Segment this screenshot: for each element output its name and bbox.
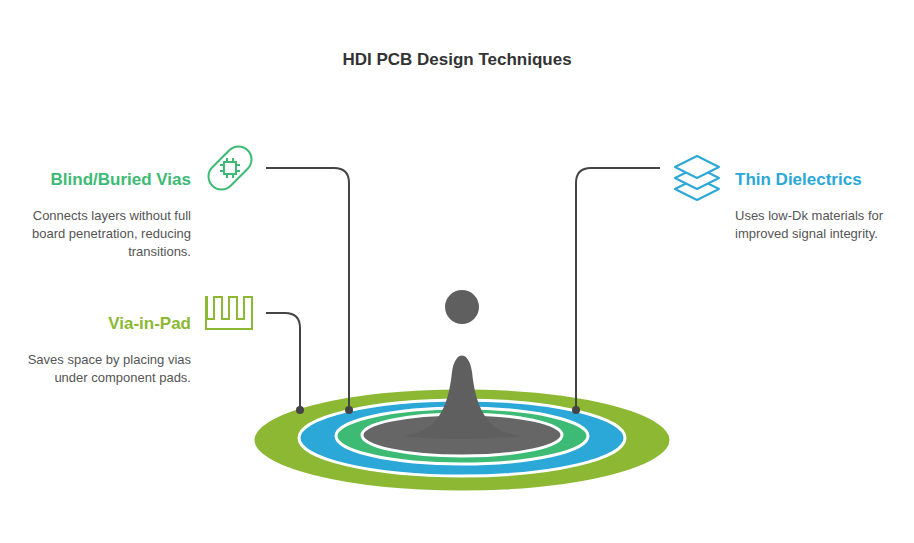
layers-icon [675, 156, 719, 200]
pad-icon [206, 297, 252, 329]
technique-heading: Via-in-Pad [108, 314, 191, 334]
technique-description: Saves space by placing vias under compon… [16, 351, 191, 387]
technique-description: Connects layers without full board penet… [11, 207, 191, 261]
figure-head [445, 290, 479, 324]
technique-description: Uses low-Dk materials for improved signa… [735, 207, 905, 243]
leader-dots [296, 406, 580, 414]
peak-figure [404, 356, 520, 440]
technique-heading: Thin Dielectrics [735, 170, 862, 190]
via-icon [203, 141, 257, 195]
technique-heading: Blind/Buried Vias [51, 170, 191, 190]
diagram-title: HDI PCB Design Techniques [0, 50, 914, 70]
leader-lines [266, 168, 660, 410]
